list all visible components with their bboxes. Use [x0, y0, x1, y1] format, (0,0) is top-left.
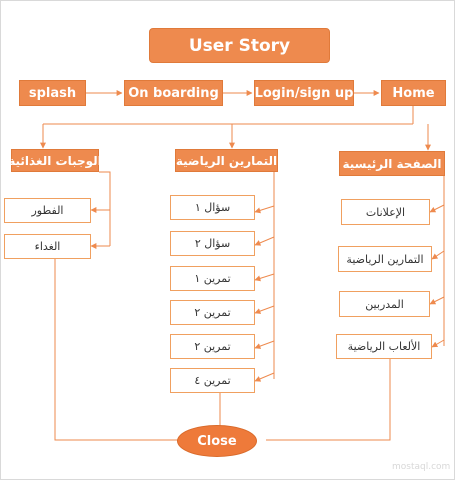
title-text: User Story [188, 35, 291, 56]
nutrition-bracket [99, 171, 111, 246]
main-item-label: الإعلانات [365, 205, 406, 219]
home-label: Home [392, 85, 435, 101]
main-item[interactable]: المدربين [339, 291, 430, 317]
exercise-item[interactable]: تمرين ١ [170, 266, 255, 291]
arrow-exercise-2 [254, 236, 275, 246]
arrow-main-1 [429, 204, 445, 213]
title-box: User Story [149, 28, 330, 63]
nutrition-item-label: الغداء [34, 240, 61, 253]
splash-node[interactable]: splash [19, 80, 86, 106]
main-item[interactable]: الألعاب الرياضية [336, 334, 432, 359]
close-node[interactable]: Close [177, 425, 257, 457]
login-label: Login/sign up [254, 85, 354, 101]
watermark: mostaql.com [392, 462, 450, 472]
category-main[interactable]: الصفحة الرئيسية [339, 151, 445, 176]
exercise-item[interactable]: تمرين ٢ [170, 334, 255, 359]
arrow-main-2 [431, 250, 445, 260]
main-item[interactable]: التمارين الرياضية [338, 246, 432, 272]
nutrition-item[interactable]: الفطور [4, 198, 91, 223]
exercise-item-label: تمرين ١ [194, 272, 231, 285]
exercise-item-label: تمرين ٤ [194, 374, 231, 387]
nutrition-item-label: الفطور [31, 204, 64, 217]
main-to-close-line [266, 359, 391, 441]
main-item-label: المدربين [365, 297, 404, 311]
exercise-item-label: سؤال ١ [194, 201, 231, 214]
arrow-exercise-3 [254, 273, 275, 282]
exercise-item-label: تمرين ٢ [194, 340, 231, 353]
arrow-main-4 [431, 339, 445, 348]
category-nutrition[interactable]: الوجبات الغذائية [8, 149, 102, 172]
category-exercises-label: التمارين الرياضية [175, 153, 278, 168]
exercise-item-label: تمرين ٢ [194, 306, 231, 319]
exercise-item[interactable]: سؤال ٢ [170, 231, 255, 256]
main-item[interactable]: الإعلانات [341, 199, 430, 225]
exercise-item-label: سؤال ٢ [194, 237, 231, 250]
main-item-label: الألعاب الرياضية [347, 340, 421, 353]
exercise-item[interactable]: سؤال ١ [170, 195, 255, 220]
nutrition-item[interactable]: الغداء [4, 234, 91, 259]
main-item-label: التمارين الرياضية [346, 252, 424, 266]
arrow-exercise-6 [254, 372, 275, 382]
home-node[interactable]: Home [381, 80, 446, 106]
exercise-item[interactable]: تمرين ٢ [170, 300, 255, 325]
category-main-label: الصفحة الرئيسية [342, 156, 442, 171]
login-node[interactable]: Login/sign up [254, 80, 354, 106]
arrow-exercise-5 [254, 340, 275, 349]
splash-label: splash [28, 85, 77, 101]
watermark-text: mostaql.com [392, 462, 451, 472]
onboarding-node[interactable]: On boarding [124, 80, 223, 106]
nutrition-to-close-line [54, 259, 178, 441]
exercise-item[interactable]: تمرين ٤ [170, 368, 255, 393]
arrow-exercise-1 [254, 205, 275, 214]
onboarding-label: On boarding [128, 85, 219, 101]
category-nutrition-label: الوجبات الغذائية [8, 153, 102, 168]
arrow-exercise-4 [254, 305, 275, 314]
category-exercises[interactable]: التمارين الرياضية [175, 149, 278, 172]
arrow-main-3 [429, 296, 445, 305]
close-label: Close [197, 433, 237, 449]
